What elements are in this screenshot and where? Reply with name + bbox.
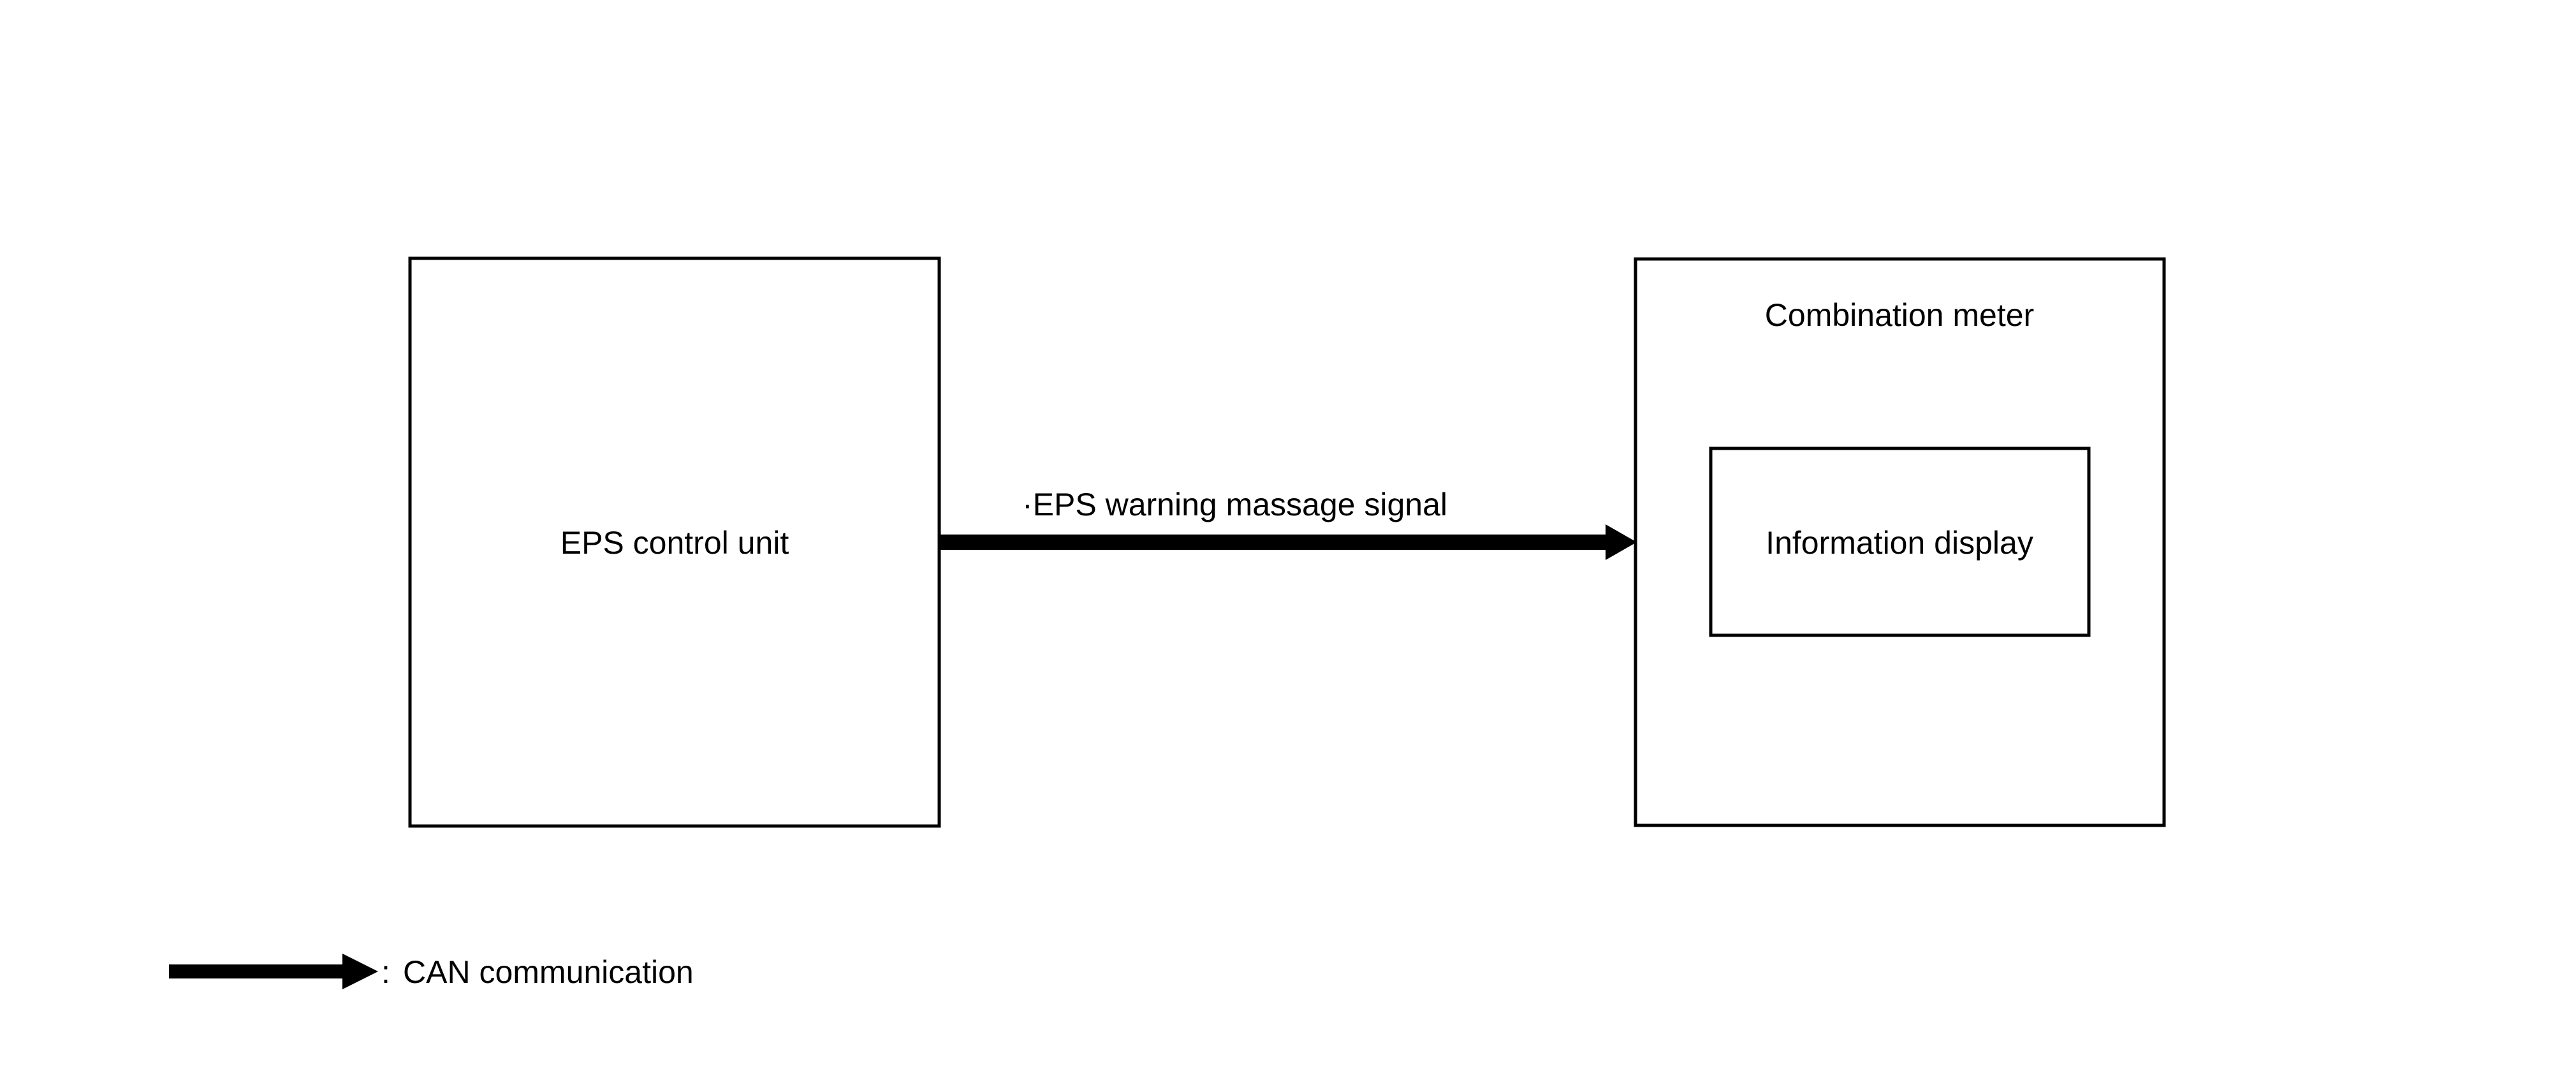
legend-label: CAN communication (403, 954, 694, 990)
combination-meter-label: Combination meter (1765, 297, 2034, 333)
legend-can-arrow-head (342, 954, 378, 989)
block-eps-control-unit: EPS control unit (408, 256, 941, 828)
eps-control-unit-box (408, 256, 941, 828)
legend-separator: : (381, 954, 390, 990)
eps-control-unit-label: EPS control unit (560, 525, 789, 561)
legend-can-arrow-band (169, 964, 342, 978)
information-display-box (1709, 447, 2091, 637)
can-arrow-band (939, 535, 1606, 550)
legend: : CAN communication (169, 954, 694, 990)
block-combination-meter: Combination meter Information display (1634, 257, 2166, 827)
information-display-label: Information display (1766, 525, 2033, 561)
can-communication-arrow: ·EPS warning massage signal (939, 487, 1637, 560)
can-arrow-head (1606, 524, 1637, 560)
can-signal-label: ·EPS warning massage signal (1022, 487, 1447, 522)
